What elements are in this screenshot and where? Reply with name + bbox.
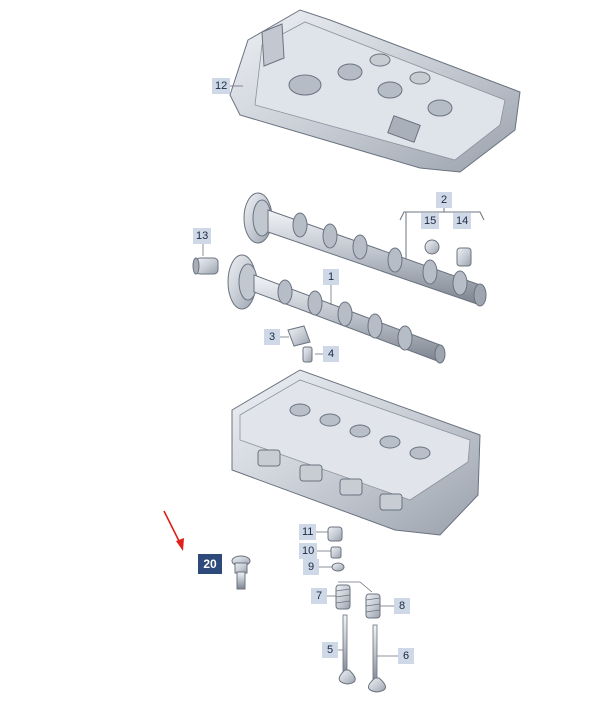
valve-6[interactable] bbox=[368, 624, 386, 693]
valve-spring-8[interactable] bbox=[365, 593, 381, 619]
ball-15[interactable] bbox=[424, 239, 440, 255]
callout-13[interactable]: 13 bbox=[193, 228, 212, 244]
callout-4[interactable]: 4 bbox=[323, 346, 339, 362]
valve-group-lines bbox=[338, 581, 373, 593]
cylinder-head-cover[interactable] bbox=[229, 9, 521, 173]
callout-20-highlighted[interactable]: 20 bbox=[198, 554, 222, 574]
valve-5[interactable] bbox=[338, 614, 356, 685]
callout-10[interactable]: 10 bbox=[299, 543, 318, 559]
callout-11[interactable]: 11 bbox=[299, 524, 317, 540]
callout-15[interactable]: 15 bbox=[421, 213, 440, 229]
plug-13[interactable] bbox=[192, 257, 219, 275]
callout-9[interactable]: 9 bbox=[303, 559, 319, 575]
stud-4[interactable] bbox=[302, 346, 313, 363]
valve-stem-seal-11[interactable] bbox=[327, 526, 343, 542]
callout-1[interactable]: 1 bbox=[323, 269, 339, 285]
callout-12[interactable]: 12 bbox=[212, 78, 231, 94]
callout-5[interactable]: 5 bbox=[322, 642, 338, 658]
callout-7[interactable]: 7 bbox=[311, 588, 327, 604]
valve-cotter-10[interactable] bbox=[330, 546, 342, 559]
valve-spring-7[interactable] bbox=[335, 584, 351, 610]
callout-3[interactable]: 3 bbox=[264, 329, 280, 345]
camshaft-lower[interactable] bbox=[227, 254, 446, 364]
callout-2[interactable]: 2 bbox=[436, 192, 452, 208]
callout-6[interactable]: 6 bbox=[398, 648, 414, 664]
callout-8[interactable]: 8 bbox=[394, 598, 410, 614]
camshaft-upper[interactable] bbox=[243, 192, 487, 307]
bolt-20[interactable] bbox=[231, 555, 251, 590]
stud-14[interactable] bbox=[456, 247, 472, 267]
spring-seat-9[interactable] bbox=[331, 562, 345, 572]
bracket-3[interactable] bbox=[287, 325, 311, 347]
red-arrow-icon bbox=[163, 510, 184, 551]
callout-14[interactable]: 14 bbox=[453, 213, 472, 229]
cylinder-head[interactable] bbox=[231, 369, 481, 536]
